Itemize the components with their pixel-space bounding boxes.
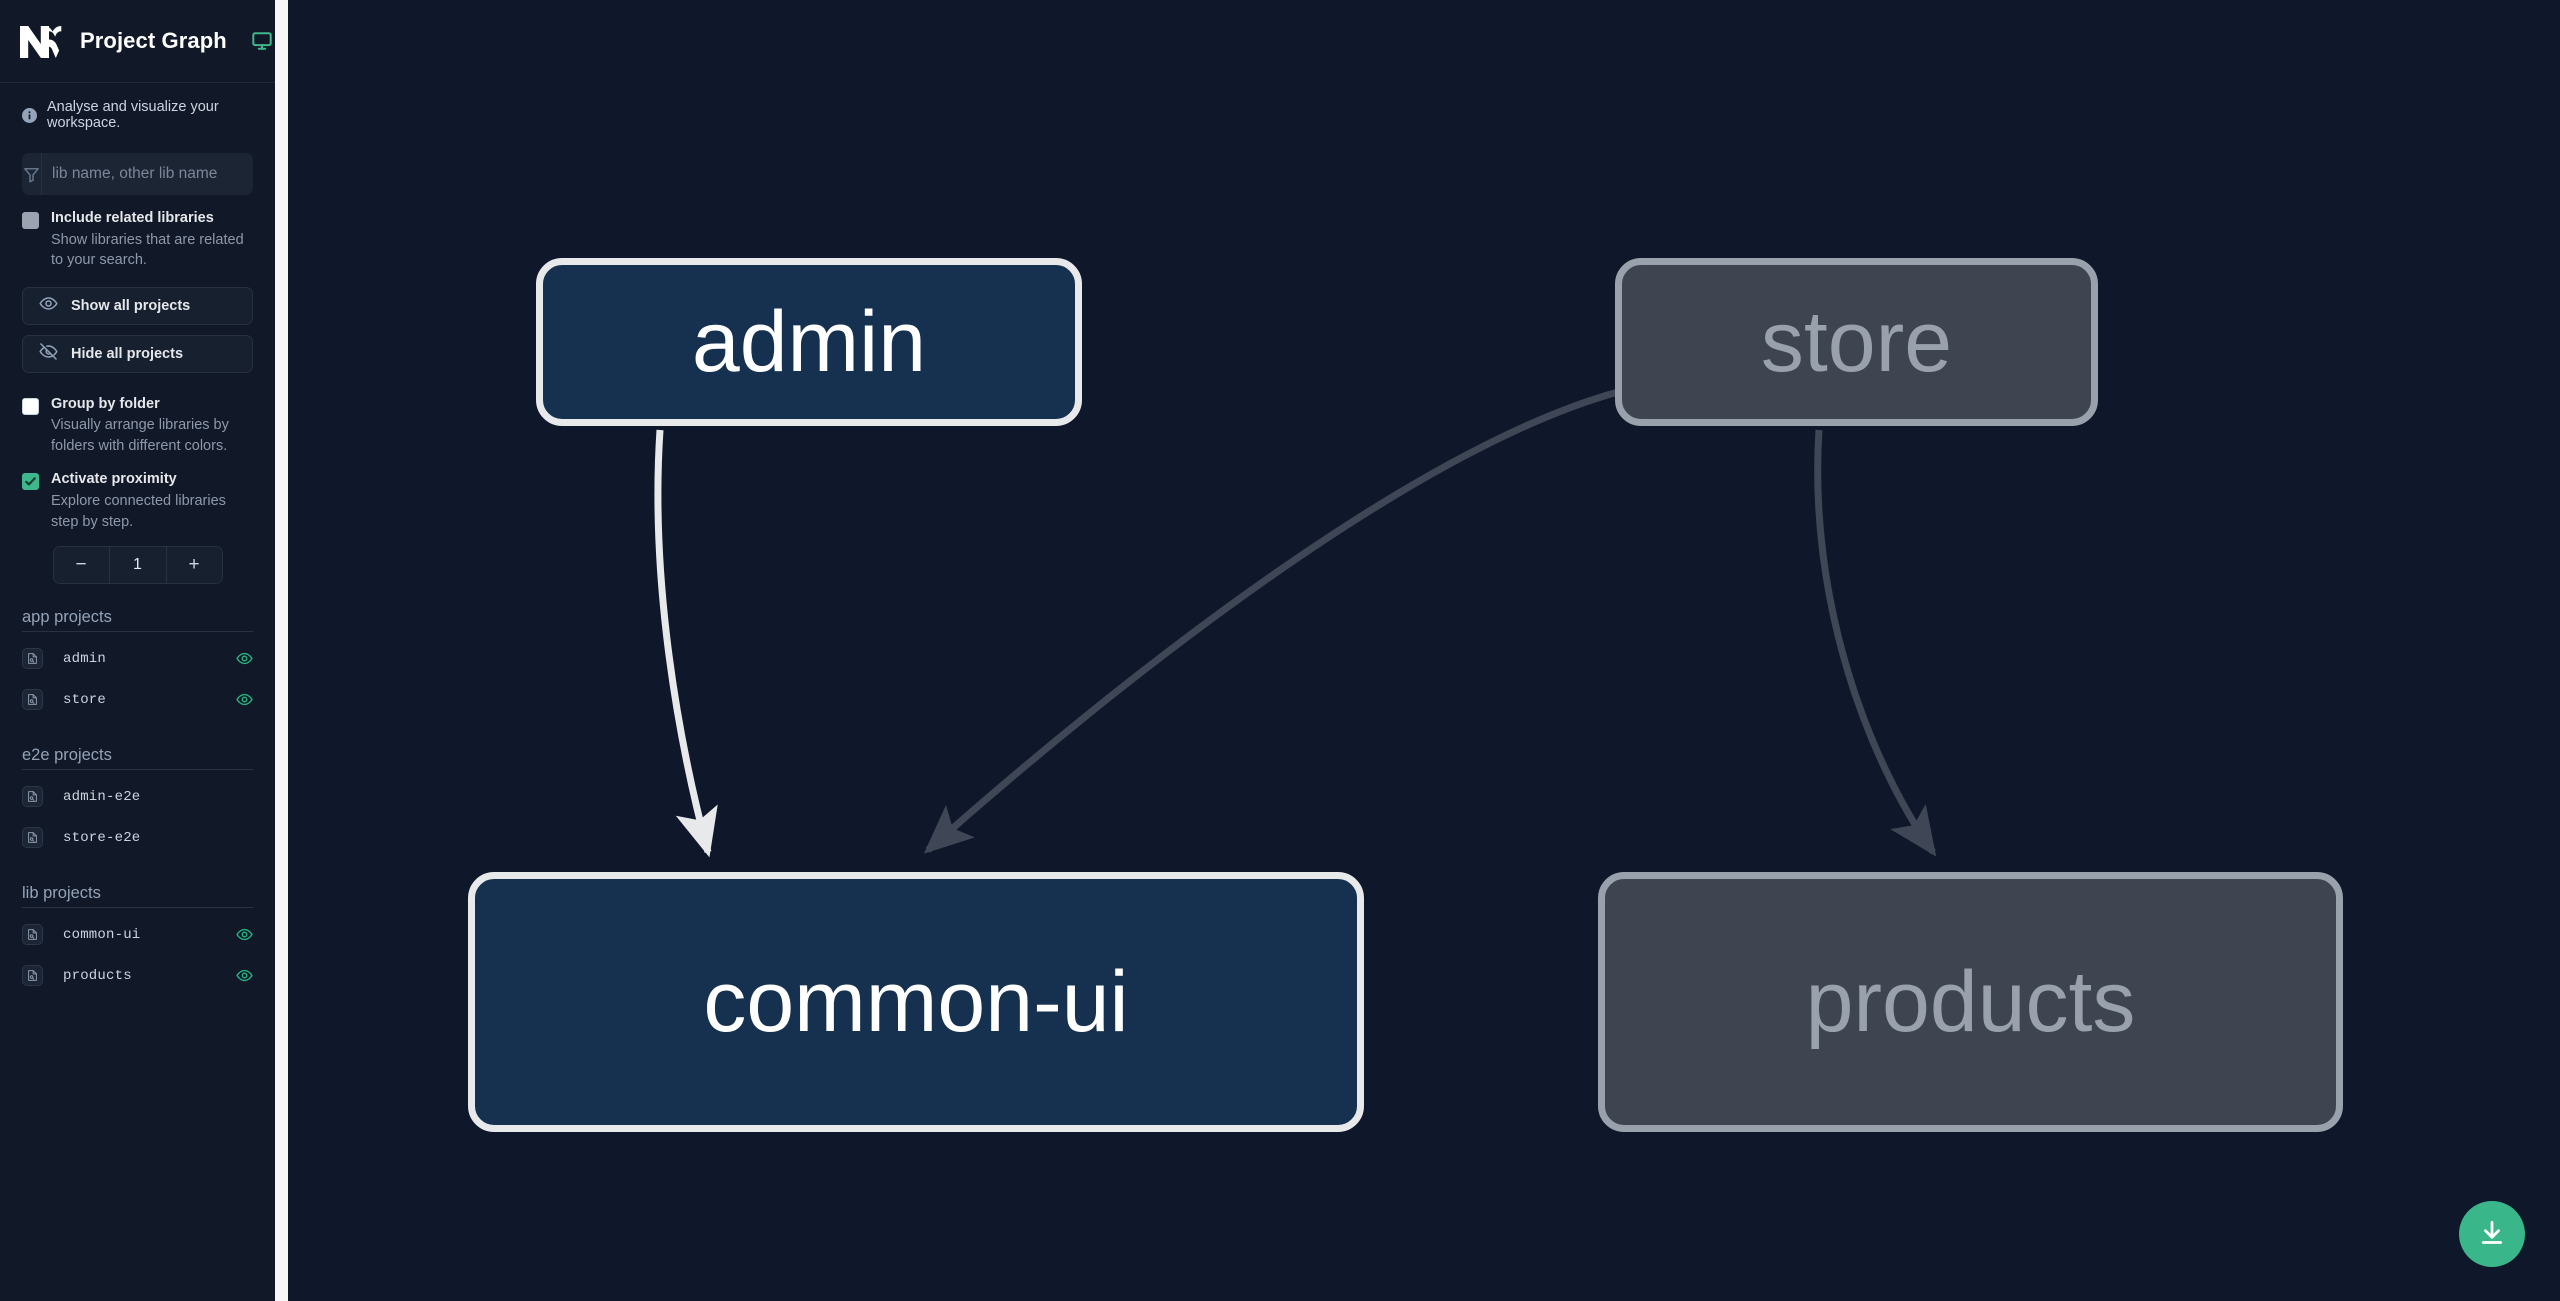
checkbox-group-by-folder[interactable] [22, 397, 39, 415]
sidebar: Project Graph Analyse and visualize your… [0, 0, 275, 1301]
project-visibility-eye-icon[interactable] [236, 650, 253, 667]
graph-node-common-ui[interactable]: common-ui [468, 872, 1364, 1132]
edge-store-to-common-ui [923, 388, 1619, 854]
option-description: Show libraries that are related to your … [51, 231, 244, 269]
show-all-projects-label: Show all projects [71, 297, 191, 314]
project-group: lib projects common-ui products [22, 884, 253, 996]
proximity-value: 1 [108, 547, 167, 584]
download-button[interactable] [2459, 1201, 2525, 1267]
project-name: store-e2e [63, 829, 141, 846]
project-list-item-products[interactable]: products [22, 955, 253, 996]
proximity-stepper: − 1 + [0, 546, 275, 585]
project-name: admin [63, 650, 107, 667]
visibility-buttons: Show all projects Hide all projects [0, 271, 275, 373]
option-label: Group by folder [51, 395, 160, 412]
project-name: store [63, 691, 107, 708]
project-file-icon [22, 827, 43, 849]
filter-icon [22, 153, 42, 195]
checkbox-activate-proximity[interactable] [22, 473, 39, 491]
hide-all-projects-label: Hide all projects [71, 345, 184, 362]
sidebar-scrollbar[interactable] [275, 0, 288, 1301]
project-name: products [63, 967, 132, 984]
graph-node-products[interactable]: products [1598, 872, 2343, 1132]
project-name: common-ui [63, 926, 141, 943]
monitor-icon[interactable] [251, 30, 273, 52]
graph-canvas[interactable]: admin store common-ui products [288, 0, 2560, 1301]
checkbox-include-related-libraries[interactable] [22, 212, 39, 229]
project-file-icon [22, 689, 43, 711]
search-input[interactable] [42, 153, 253, 195]
project-group-title: e2e projects [22, 746, 253, 771]
project-visibility-eye-icon[interactable] [236, 967, 253, 984]
project-list-item-store[interactable]: store [22, 679, 253, 720]
page-title: Project Graph [80, 28, 227, 53]
eye-icon [39, 294, 58, 317]
graph-node-label: admin [691, 294, 927, 390]
nx-logo-icon [18, 20, 66, 62]
graph-node-store[interactable]: store [1615, 258, 2098, 426]
graph-edges [654, 388, 1937, 858]
hide-all-projects-button[interactable]: Hide all projects [22, 334, 253, 373]
project-visibility-eye-icon[interactable] [236, 926, 253, 943]
project-group-title: app projects [22, 608, 253, 633]
proximity-decrement-button[interactable]: − [53, 547, 109, 584]
option-description: Visually arrange libraries by folders wi… [51, 417, 229, 454]
search-field[interactable] [22, 153, 253, 195]
show-all-projects-button[interactable]: Show all projects [22, 286, 253, 325]
project-list-item-admin-e2e[interactable]: admin-e2e [22, 776, 253, 817]
graph-node-label: common-ui [703, 954, 1129, 1050]
project-file-icon [22, 648, 43, 670]
info-icon [22, 107, 37, 123]
project-file-icon [22, 786, 43, 808]
eye-off-icon [39, 342, 58, 365]
project-visibility-eye-icon[interactable] [236, 691, 253, 708]
tagline-text: Analyse and visualize your workspace. [47, 99, 219, 131]
project-list-item-admin[interactable]: admin [22, 638, 253, 679]
option-description: Explore connected libraries step by step… [51, 493, 226, 530]
download-icon [2477, 1218, 2507, 1251]
project-groups: app projects admin store e2e projects admin-… [0, 584, 275, 996]
project-file-icon [22, 965, 43, 987]
tagline: Analyse and visualize your workspace. [0, 83, 275, 143]
option-include-related-libraries[interactable]: Include related libraries Show libraries… [0, 195, 275, 271]
proximity-increment-button[interactable]: + [166, 547, 222, 584]
project-name: admin-e2e [63, 788, 141, 805]
edge-store-to-products [1814, 429, 1937, 857]
project-group: app projects admin store [22, 608, 253, 720]
project-list-item-store-e2e[interactable]: store-e2e [22, 817, 253, 858]
project-group: e2e projects admin-e2e store-e2e [22, 746, 253, 858]
sidebar-header: Project Graph [0, 0, 275, 83]
option-activate-proximity[interactable]: Activate proximity Explore connected lib… [0, 456, 275, 532]
graph-node-label: store [1760, 294, 1953, 390]
project-group-title: lib projects [22, 884, 253, 909]
graph-node-label: products [1805, 954, 2136, 1050]
option-label: Include related libraries [51, 210, 214, 226]
graph-node-admin[interactable]: admin [536, 258, 1082, 426]
edge-admin-to-common-ui [654, 429, 718, 858]
option-label: Activate proximity [51, 471, 177, 488]
project-file-icon [22, 924, 43, 946]
option-group-by-folder[interactable]: Group by folder Visually arrange librari… [0, 373, 275, 457]
project-list-item-common-ui[interactable]: common-ui [22, 914, 253, 955]
